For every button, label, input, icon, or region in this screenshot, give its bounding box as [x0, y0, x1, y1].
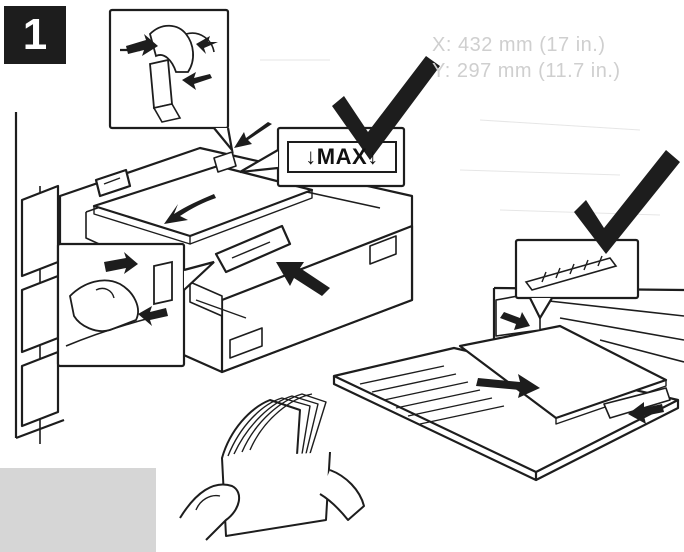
arrow-icon: [126, 34, 218, 90]
arrow-icon: [104, 252, 168, 326]
dimension-y-text: Y: 297 mm (11.7 in.): [432, 60, 621, 82]
arrow-icon: [476, 312, 664, 424]
max-fill-label: ↓MAX↓: [288, 142, 396, 172]
fanning-paper: [179, 393, 365, 541]
max-label-text: MAX: [316, 144, 368, 169]
step-number-badge: 1: [4, 6, 66, 64]
down-arrow-icon: ↓: [305, 144, 317, 169]
arrow-icon: [164, 122, 330, 296]
callout-adjust-guide: [56, 242, 215, 368]
callout-squeeze-top: [108, 8, 234, 154]
checkmark-icon: [332, 56, 440, 160]
printer-body: [14, 112, 65, 444]
dimension-x-text: X: 432 mm (17 in.): [432, 34, 606, 56]
scan-patch: [0, 468, 156, 552]
down-arrow-icon: ↓: [367, 144, 379, 169]
checkmark-icon: [574, 150, 680, 254]
callout-bypass-max: [514, 238, 640, 321]
